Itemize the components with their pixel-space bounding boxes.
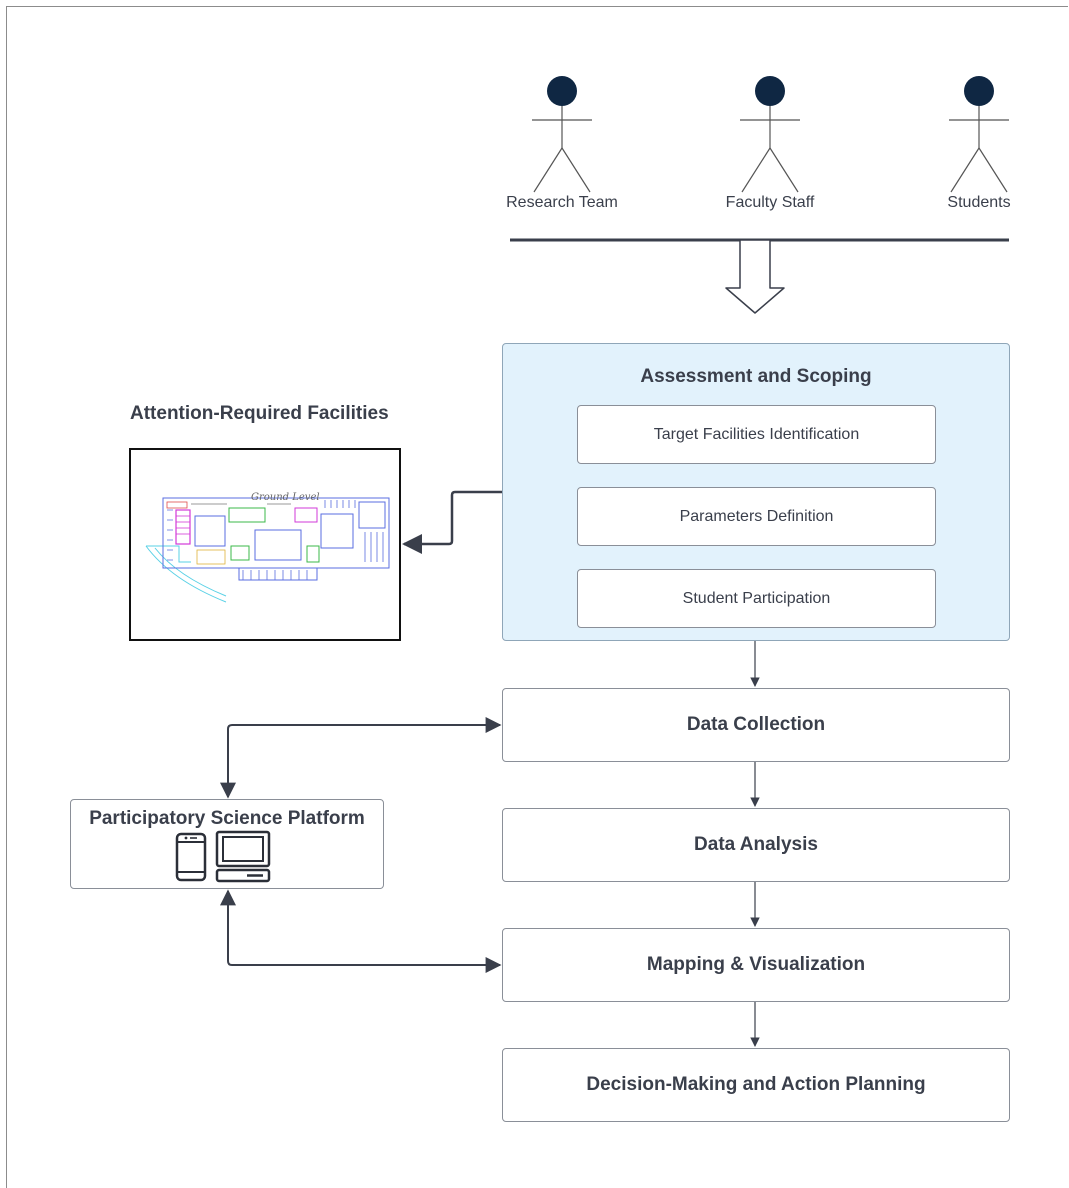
person-icon	[740, 76, 800, 193]
person-icon	[532, 76, 592, 193]
floor-plan-caption: Ground Level	[251, 492, 320, 503]
floor-plan-image: Ground Level	[129, 448, 401, 641]
person-icon	[949, 76, 1009, 193]
step-label: Mapping & Visualization	[646, 954, 866, 975]
actor-label: Students	[947, 194, 1011, 211]
assessment-item-student-participation: Student Participation	[577, 569, 936, 628]
step-data-analysis: Data Analysis	[502, 808, 1010, 882]
actor-label: Research Team	[506, 194, 618, 211]
assessment-item-parameters: Parameters Definition	[577, 487, 936, 546]
desktop-computer-icon	[215, 830, 271, 883]
step-decision-making: Decision-Making and Action Planning	[502, 1048, 1010, 1122]
platform-collection-arrow	[220, 717, 502, 799]
facilities-heading: Attention-Required Facilities	[130, 403, 389, 424]
diagram-frame	[6, 6, 1068, 1188]
step-label: Decision-Making and Action Planning	[586, 1074, 926, 1095]
assessment-panel: Assessment and Scoping Target Facilities…	[502, 343, 1010, 641]
step-data-collection: Data Collection	[502, 688, 1010, 762]
actor-research-team: Research Team	[497, 74, 627, 212]
step-label: Data Collection	[686, 714, 826, 735]
assessment-item-label: Parameters Definition	[679, 507, 834, 525]
devices-graphic	[175, 830, 271, 883]
participatory-platform-box: Participatory Science Platform	[70, 799, 384, 889]
panel-to-facilities-arrow	[402, 490, 502, 554]
actor-faculty-staff: Faculty Staff	[705, 74, 835, 212]
assessment-item-target-facilities: Target Facilities Identification	[577, 405, 936, 464]
step-mapping-visualization: Mapping & Visualization	[502, 928, 1010, 1002]
step-label: Data Analysis	[694, 834, 818, 855]
actor-label: Faculty Staff	[725, 194, 815, 211]
platform-devices	[175, 830, 275, 889]
assessment-item-label: Student Participation	[682, 589, 831, 607]
platform-mapping-arrow	[220, 889, 502, 973]
platform-title: Participatory Science Platform	[89, 808, 365, 829]
assessment-title: Assessment and Scoping	[640, 366, 872, 387]
assessment-item-label: Target Facilities Identification	[653, 425, 860, 443]
big-down-arrow-icon	[725, 239, 785, 314]
floor-plan-drawing: Ground Level	[145, 492, 390, 603]
actor-students: Students	[914, 74, 1044, 212]
smartphone-icon	[175, 832, 207, 882]
